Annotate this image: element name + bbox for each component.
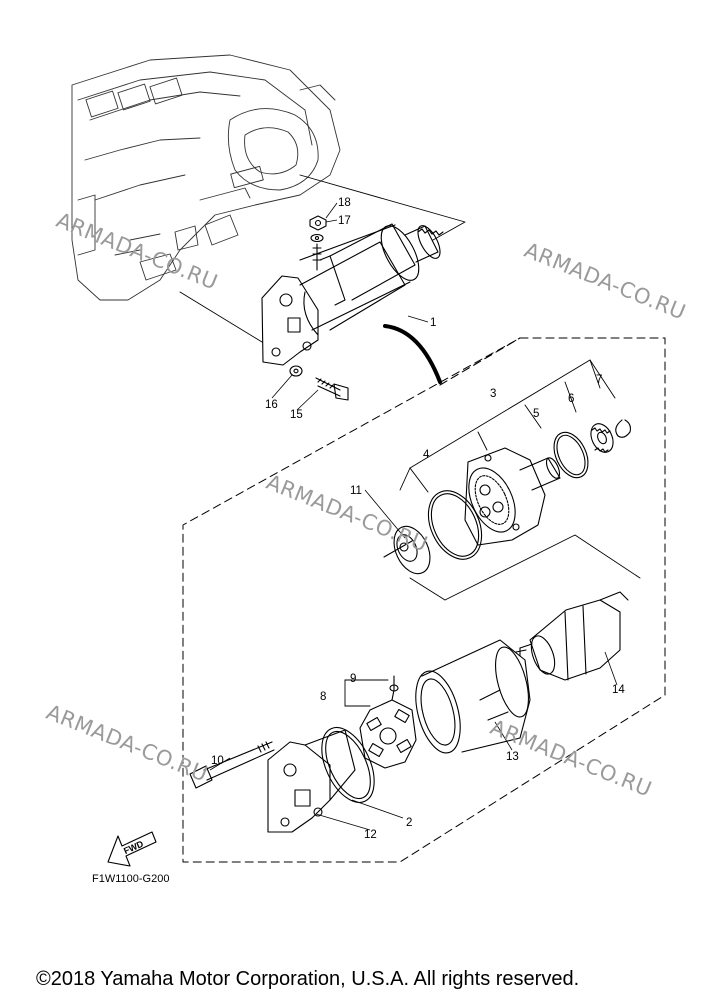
nut-washer-17-18 <box>309 215 327 271</box>
callout-14: 14 <box>612 684 625 696</box>
fwd-label: FWD <box>122 838 145 856</box>
callout-18: 18 <box>338 197 351 209</box>
copyright-notice: ©2018 Yamaha Motor Corporation, U.S.A. A… <box>36 968 580 990</box>
callout-15: 15 <box>290 409 303 421</box>
part-14-armature <box>515 591 629 681</box>
part-8-brush-holder <box>359 689 417 769</box>
part-2-o-ring <box>321 727 375 803</box>
callout-4: 4 <box>423 449 430 461</box>
starter-motor-assembly <box>261 223 444 384</box>
washer-16-bolt-15 <box>289 365 349 401</box>
part-11-end-cover <box>383 525 431 575</box>
callout-12: 12 <box>364 829 377 841</box>
callout-7: 7 <box>596 374 602 386</box>
callout-3: 3 <box>490 388 496 400</box>
callout-16: 16 <box>265 399 278 411</box>
part-6-pinion-gear <box>590 423 614 453</box>
callout-9: 9 <box>350 673 356 685</box>
part-3-gear-housing <box>464 447 561 546</box>
part-7-clip <box>615 419 631 438</box>
callout-5: 5 <box>533 408 539 420</box>
callout-6: 6 <box>568 393 574 405</box>
part-10-through-bolt <box>189 741 275 789</box>
callout-17: 17 <box>338 215 351 227</box>
callout-13: 13 <box>506 751 519 763</box>
mount-alignment-lines <box>179 174 466 343</box>
callout-brackets <box>344 359 641 707</box>
diagram-code: F1W1100-G200 <box>92 873 170 885</box>
callout-8: 8 <box>320 691 326 703</box>
assembly-link-line <box>439 337 521 386</box>
callout-11: 11 <box>350 485 362 497</box>
exploded-view-boundary <box>182 337 666 863</box>
callout-2: 2 <box>406 817 412 829</box>
part-13-yoke <box>415 639 531 754</box>
callout-1: 1 <box>430 317 436 329</box>
part-5-o-ring <box>553 431 589 479</box>
part-9-screw <box>389 675 399 692</box>
part-12-rear-cover <box>267 729 356 833</box>
engine-block <box>71 54 341 301</box>
fwd-arrow-icon <box>107 831 157 867</box>
